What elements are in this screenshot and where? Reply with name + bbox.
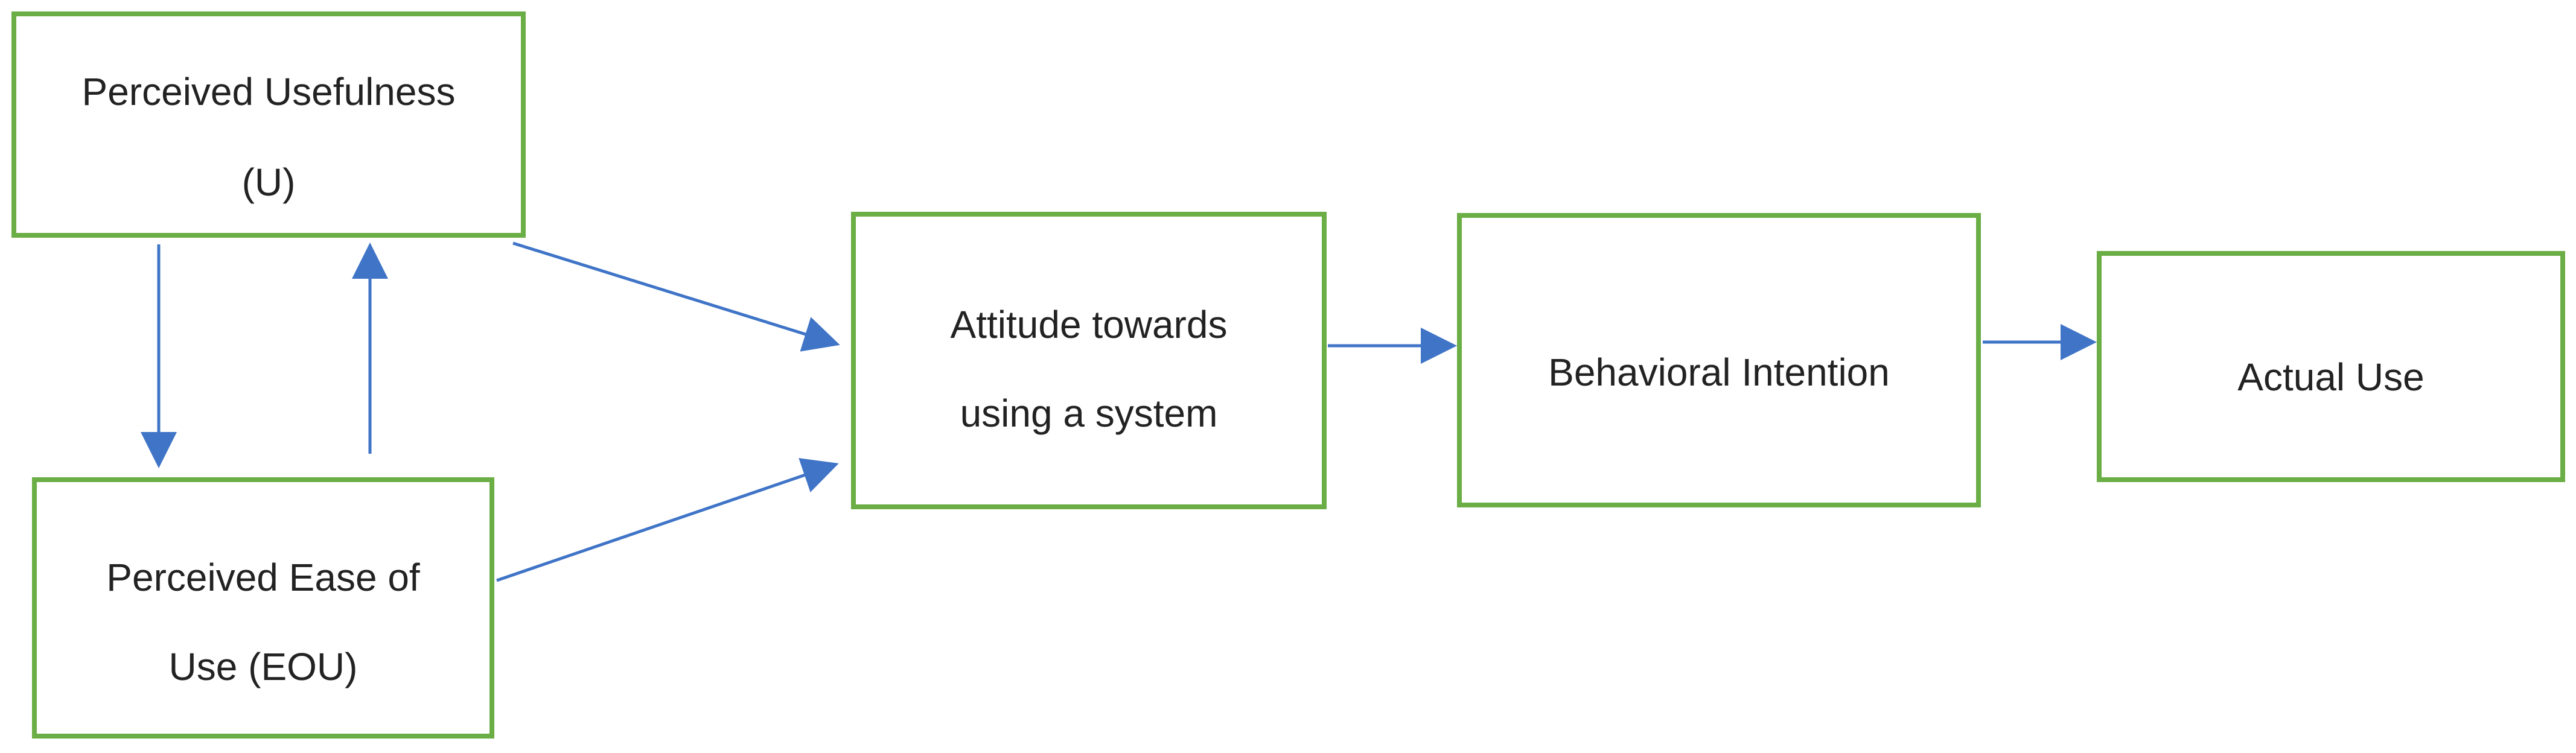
node-attitude-box (851, 212, 1327, 509)
node-behavioral-intention-box (1457, 213, 1981, 507)
node-attitude-label-line1: Attitude towards (951, 303, 1228, 346)
node-perceived-usefulness-label-line2: (U) (242, 160, 296, 204)
node-behavioral-intention: Behavioral Intention (1457, 213, 1981, 507)
node-actual-use-box (2097, 251, 2565, 482)
node-attitude: Attitude towards using a system (851, 212, 1327, 509)
edge-usefulness-to-attitude (512, 241, 840, 352)
node-behavioral-intention-label: Behavioral Intention (1548, 351, 1890, 394)
edges (141, 241, 2097, 582)
node-perceived-usefulness-box (11, 11, 526, 238)
node-perceived-ease-of-use-box (32, 477, 494, 739)
node-perceived-usefulness: Perceived Usefulness (U) (11, 11, 526, 238)
node-actual-use: Actual Use (2097, 251, 2565, 482)
node-perceived-ease-of-use-label-line1: Perceived Ease of (106, 556, 420, 599)
node-actual-use-label: Actual Use (2237, 355, 2424, 399)
node-perceived-ease-of-use-label-line2: Use (EOU) (169, 645, 358, 688)
node-perceived-usefulness-label-line1: Perceived Usefulness (82, 70, 456, 113)
edge-ease-of-use-to-attitude (496, 458, 839, 582)
node-attitude-label-line2: using a system (960, 392, 1218, 435)
node-perceived-ease-of-use: Perceived Ease of Use (EOU) (32, 477, 494, 739)
